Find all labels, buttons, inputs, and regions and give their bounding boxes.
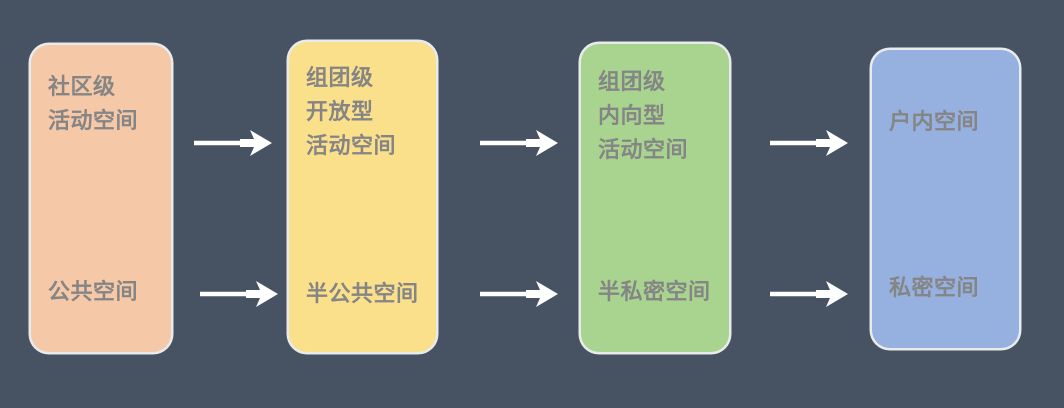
arrow-right-icon	[192, 126, 276, 160]
node-top-label: 户内空间	[889, 110, 980, 135]
diagram-node-cluster-inward[interactable]: 组团级 内向型 活动空间 半私密空间	[581, 44, 729, 352]
node-top-label: 组团级 开放型 活动空间	[306, 66, 397, 159]
arrow-right-icon	[478, 277, 562, 311]
node-bottom-label: 公共空间	[48, 280, 139, 305]
node-bottom-label: 半公共空间	[306, 282, 419, 307]
arrow-right-icon	[198, 277, 282, 311]
node-top-label: 社区级 活动空间	[48, 75, 139, 134]
arrow-right-icon	[768, 126, 852, 160]
diagram-node-community-level[interactable]: 社区级 活动空间 公共空间	[31, 45, 171, 352]
arrow-right-icon	[478, 126, 562, 160]
diagram-node-cluster-open[interactable]: 组团级 开放型 活动空间 半公共空间	[289, 42, 436, 352]
node-bottom-label: 私密空间	[889, 276, 980, 301]
arrow-right-icon	[768, 277, 852, 311]
node-top-label: 组团级 内向型 活动空间	[598, 70, 689, 163]
node-bottom-label: 半私密空间	[598, 280, 711, 305]
diagram-node-indoor[interactable]: 户内空间 私密空间	[872, 50, 1019, 348]
